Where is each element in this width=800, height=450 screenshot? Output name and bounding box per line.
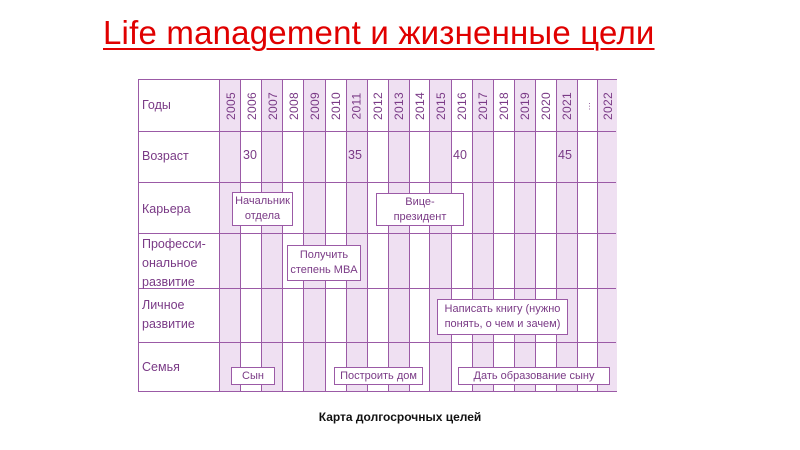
grid-line bbox=[139, 182, 616, 183]
year-header: 2015 bbox=[433, 92, 448, 120]
column-shade-2011 bbox=[346, 80, 367, 391]
year-header: 2011 bbox=[349, 92, 364, 120]
year-header: 2008 bbox=[286, 92, 301, 120]
column-shade-2009 bbox=[304, 80, 325, 391]
header-label-years: Годы bbox=[142, 98, 171, 112]
year-header: 2020 bbox=[538, 92, 553, 120]
row-label-age: Возраст bbox=[142, 149, 189, 163]
column-shade-2007 bbox=[262, 80, 283, 391]
grid-line bbox=[493, 80, 494, 391]
grid-line bbox=[346, 80, 347, 391]
grid-line bbox=[261, 80, 262, 391]
grid-line bbox=[451, 80, 452, 391]
grid-line bbox=[240, 80, 241, 391]
row-label-family: Семья bbox=[142, 360, 180, 374]
grid-line bbox=[303, 80, 304, 391]
year-header: 2017 bbox=[475, 92, 490, 120]
year-header: 2005 bbox=[223, 92, 238, 120]
grid-line bbox=[139, 288, 616, 289]
column-shade-2005 bbox=[220, 80, 241, 391]
grid-line bbox=[367, 80, 368, 391]
grid-line bbox=[535, 80, 536, 391]
figure-caption: Карта долгосрочных целей bbox=[318, 410, 482, 424]
row-label-professional-development: Професси- ональное развитие bbox=[142, 237, 206, 289]
column-shade-2013 bbox=[388, 80, 409, 391]
grid-line bbox=[556, 80, 557, 391]
year-header: 2018 bbox=[496, 92, 511, 120]
grid-line bbox=[388, 80, 389, 391]
goal-build-house: Построить дом bbox=[334, 367, 423, 385]
age-value: 30 bbox=[243, 148, 257, 162]
grid-line bbox=[139, 233, 616, 234]
year-header: 2007 bbox=[265, 92, 280, 120]
goal-vice-president: Вице- президент bbox=[376, 193, 464, 226]
year-header: 2010 bbox=[328, 92, 343, 120]
year-header: 2016 bbox=[454, 92, 469, 120]
grid-line bbox=[282, 80, 283, 391]
goal-get-mba: Получить степень MBA bbox=[287, 245, 361, 281]
year-header: 2022 bbox=[600, 92, 615, 120]
year-header: 2021 bbox=[559, 92, 574, 120]
grid-line bbox=[139, 342, 616, 343]
age-value: 40 bbox=[453, 148, 467, 162]
long-term-goals-table: Годы 2005 2006 2007 2008 2009 2010 2011 … bbox=[138, 79, 617, 392]
slide-title: Life management и жизненные цели bbox=[103, 14, 655, 51]
row-label-personal-development: Личное развитие bbox=[142, 298, 195, 331]
row-label-career: Карьера bbox=[142, 202, 191, 216]
grid-line bbox=[597, 80, 598, 391]
year-header: 2012 bbox=[370, 92, 385, 120]
grid-line bbox=[409, 80, 410, 391]
grid-line bbox=[514, 80, 515, 391]
year-header: 2014 bbox=[412, 92, 427, 120]
year-header-ellipsis: ... bbox=[582, 101, 593, 111]
year-header: 2019 bbox=[517, 92, 532, 120]
grid-line bbox=[472, 80, 473, 391]
grid-line bbox=[219, 80, 220, 391]
grid-line bbox=[139, 131, 616, 132]
goal-son: Сын bbox=[231, 367, 275, 385]
year-header: 2013 bbox=[391, 92, 406, 120]
age-value: 45 bbox=[558, 148, 572, 162]
age-value: 35 bbox=[348, 148, 362, 162]
grid-line bbox=[429, 80, 430, 391]
goal-educate-son: Дать образование сыну bbox=[458, 367, 610, 385]
goal-head-of-department: Начальник отдела bbox=[232, 192, 293, 226]
grid-line bbox=[577, 80, 578, 391]
year-header: 2006 bbox=[244, 92, 259, 120]
grid-line bbox=[325, 80, 326, 391]
year-header: 2009 bbox=[307, 92, 322, 120]
column-shade-2022 bbox=[597, 80, 617, 391]
goal-write-book: Написать книгу (нужно понять, о чем и за… bbox=[437, 299, 568, 335]
